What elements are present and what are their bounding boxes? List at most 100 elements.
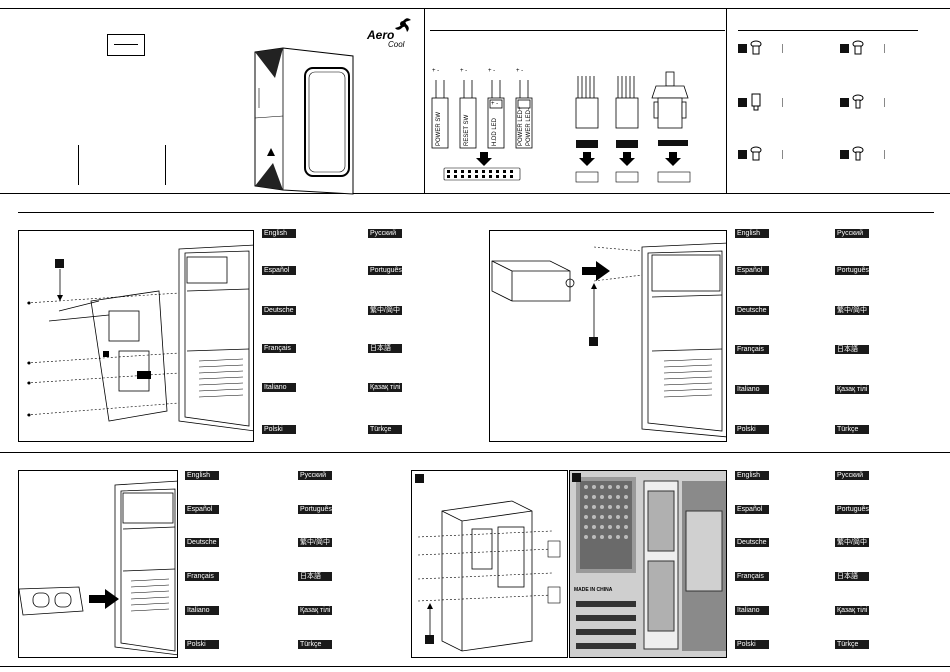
- made-in-label: MADE IN CHINA: [574, 587, 613, 593]
- case-front-illustration: [254, 47, 354, 195]
- screw-sep-3: [782, 98, 783, 107]
- lang-italiano[interactable]: Italiano: [262, 383, 296, 392]
- lang-portugues[interactable]: Português: [835, 505, 869, 514]
- screw-tag-3: [738, 98, 747, 107]
- label-reset-sw: RESET SW: [464, 114, 470, 146]
- hdd-sign: + -: [491, 101, 499, 107]
- lang-turkce[interactable]: Türkçe: [298, 640, 332, 649]
- lang-francais[interactable]: Français: [262, 344, 296, 353]
- screws-top-line: [738, 30, 918, 31]
- lang-english[interactable]: English: [185, 471, 219, 480]
- lang-english[interactable]: English: [735, 229, 769, 238]
- screw-tag-4: [840, 98, 849, 107]
- lang-turkce[interactable]: Türkçe: [835, 425, 869, 434]
- polarity-3: + -: [488, 68, 496, 74]
- screw-icon-6: [852, 146, 864, 161]
- lang-chinese[interactable]: 繁中/简中: [835, 538, 869, 547]
- lang-italiano[interactable]: Italiano: [185, 606, 219, 615]
- standoff-icon-3: [751, 93, 761, 111]
- lang-portugues[interactable]: Português: [298, 505, 332, 514]
- step-tag-drive-a: [415, 474, 424, 483]
- screw-icon-5: [750, 146, 762, 161]
- lang-italiano[interactable]: Italiano: [735, 606, 769, 615]
- lang-deutsche[interactable]: Deutsche: [262, 306, 296, 315]
- polarity-4: + -: [516, 68, 524, 74]
- lang-polski[interactable]: Polski: [735, 425, 769, 434]
- label-power-led-minus: POWER LED-: [526, 107, 532, 146]
- screw-icon-2: [852, 40, 864, 55]
- lang-russian[interactable]: Русский: [835, 229, 869, 238]
- lang-deutsche[interactable]: Deutsche: [735, 306, 769, 315]
- motherboard-install-figure: [18, 230, 254, 442]
- lang-espanol[interactable]: Español: [262, 266, 296, 275]
- brand-sub: Cool: [388, 40, 405, 49]
- lang-polski[interactable]: Polski: [262, 425, 296, 434]
- front-panel-connectors-diagram: [431, 80, 533, 181]
- lang-portugues[interactable]: Português: [835, 266, 869, 275]
- lang-francais[interactable]: Français: [735, 572, 769, 581]
- lang-japanese[interactable]: 日本語: [298, 572, 332, 581]
- fan-logo-icon: [395, 18, 411, 32]
- top-section-bottom-border: [0, 193, 950, 194]
- top-border: [0, 8, 950, 9]
- lang-chinese[interactable]: 繁中/简中: [368, 306, 402, 315]
- lang-russian[interactable]: Русский: [835, 471, 869, 480]
- drive-bay-figure: [411, 470, 568, 658]
- step-tag-photo: [572, 473, 581, 482]
- model-label-box: [107, 34, 145, 56]
- top-divider: [424, 8, 425, 194]
- case-interior-photo: MADE IN CHINA: [569, 470, 727, 658]
- spec-divider-right: [165, 145, 166, 185]
- lang-kazakh[interactable]: Қазақ тілі: [835, 606, 869, 615]
- gpu-install-figure: [18, 470, 178, 658]
- lang-english[interactable]: English: [735, 471, 769, 480]
- lang-deutsche[interactable]: Deutsche: [735, 538, 769, 547]
- bottom-section-top-line: [0, 452, 950, 453]
- psu-install-figure: [489, 230, 727, 442]
- lang-deutsche[interactable]: Deutsche: [185, 538, 219, 547]
- lang-francais[interactable]: Français: [185, 572, 219, 581]
- lang-kazakh[interactable]: Қазақ тілі: [298, 606, 332, 615]
- connectors-top-line: [430, 30, 725, 31]
- screw-tag-5: [738, 150, 747, 159]
- lang-polski[interactable]: Polski: [735, 640, 769, 649]
- lang-portugues[interactable]: Português: [368, 266, 402, 275]
- lang-espanol[interactable]: Español: [735, 266, 769, 275]
- screw-tag-1: [738, 44, 747, 53]
- lang-japanese[interactable]: 日本語: [835, 345, 869, 354]
- lang-polski[interactable]: Polski: [185, 640, 219, 649]
- lang-japanese[interactable]: 日本語: [835, 572, 869, 581]
- screw-sep-1: [782, 44, 783, 53]
- screw-sep-4: [884, 98, 885, 107]
- connectors-divider: [726, 8, 727, 194]
- lang-italiano[interactable]: Italiano: [735, 385, 769, 394]
- lang-chinese[interactable]: 繁中/简中: [298, 538, 332, 547]
- lang-espanol[interactable]: Español: [735, 505, 769, 514]
- polarity-2: + -: [460, 68, 468, 74]
- label-hdd-led: H.DD LED: [492, 117, 498, 146]
- lang-chinese[interactable]: 繁中/简中: [835, 306, 869, 315]
- lang-english[interactable]: English: [262, 229, 296, 238]
- step-tag-psu: [589, 337, 598, 346]
- spec-divider-left: [78, 145, 79, 185]
- lang-kazakh[interactable]: Қазақ тілі: [368, 383, 402, 392]
- screw-icon-1: [750, 40, 762, 55]
- screw-tag-6: [840, 150, 849, 159]
- polarity-1: + -: [432, 68, 440, 74]
- lang-japanese[interactable]: 日本語: [368, 344, 402, 353]
- usb-audio-connectors-diagram: [575, 71, 691, 183]
- lang-russian[interactable]: Русский: [298, 471, 332, 480]
- lang-kazakh[interactable]: Қазақ тілі: [835, 385, 869, 394]
- middle-section-top-line: [18, 212, 934, 213]
- lang-turkce[interactable]: Türkçe: [835, 640, 869, 649]
- screw-tag-2: [840, 44, 849, 53]
- step-tag-drive-b: [425, 635, 434, 644]
- lang-russian[interactable]: Русский: [368, 229, 402, 238]
- lang-espanol[interactable]: Español: [185, 505, 219, 514]
- label-power-sw: POWER SW: [436, 112, 442, 146]
- screw-icon-4: [852, 94, 864, 109]
- screw-sep-5: [782, 150, 783, 159]
- lang-turkce[interactable]: Türkçe: [368, 425, 402, 434]
- lang-francais[interactable]: Français: [735, 345, 769, 354]
- brand-name: Aero: [367, 28, 395, 42]
